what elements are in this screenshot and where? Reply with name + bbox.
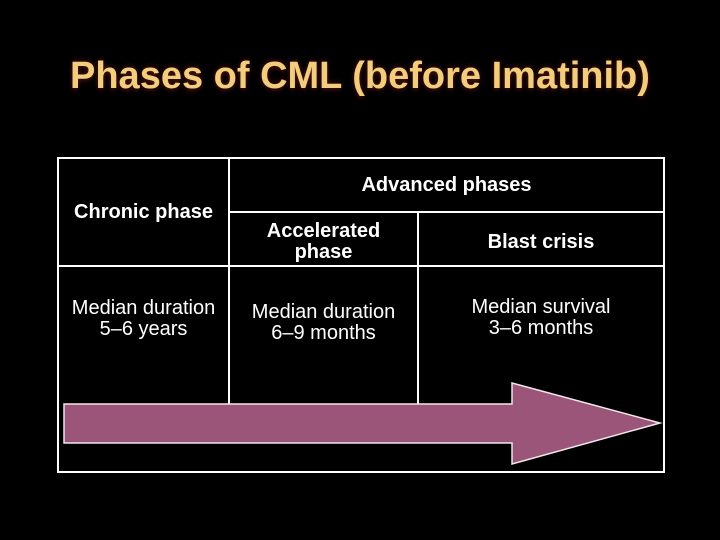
cell-chronic-duration: Median duration 5–6 years [59, 298, 228, 340]
table-outer-border [57, 157, 665, 473]
table-column-divider-blast [417, 211, 419, 405]
cell-blast-survival: Median survival 3–6 months [419, 297, 663, 339]
cell-advanced-phases-header: Advanced phases [230, 159, 663, 211]
cell-blast-crisis-header: Blast crisis [419, 213, 663, 265]
blast-survival-line2: 3–6 months [488, 317, 594, 339]
cell-chronic-phase-header: Chronic phase [59, 159, 228, 265]
accelerated-duration-line2: 6–9 months [271, 322, 376, 344]
advanced-phases-label: Advanced phases [361, 173, 532, 196]
accelerated-duration-line1: Median duration [251, 301, 396, 323]
table-row-divider-body [57, 265, 665, 267]
cell-accelerated-duration: Median duration 6–9 months [230, 302, 417, 344]
blast-survival-line1: Median survival [471, 296, 611, 318]
accelerated-phase-label: Accelerated phase [266, 219, 381, 263]
cell-accelerated-phase-header: Accelerated phase [230, 213, 417, 265]
table-row-divider-advanced [228, 211, 665, 213]
table-column-divider-chronic [228, 157, 230, 405]
blast-crisis-label: Blast crisis [487, 230, 595, 253]
chronic-duration-line2: 5–6 years [99, 318, 188, 340]
chronic-phase-label: Chronic phase [74, 200, 213, 223]
chronic-duration-line1: Median duration [71, 297, 216, 319]
slide-title: Phases of CML (before Imatinib) [70, 55, 650, 97]
